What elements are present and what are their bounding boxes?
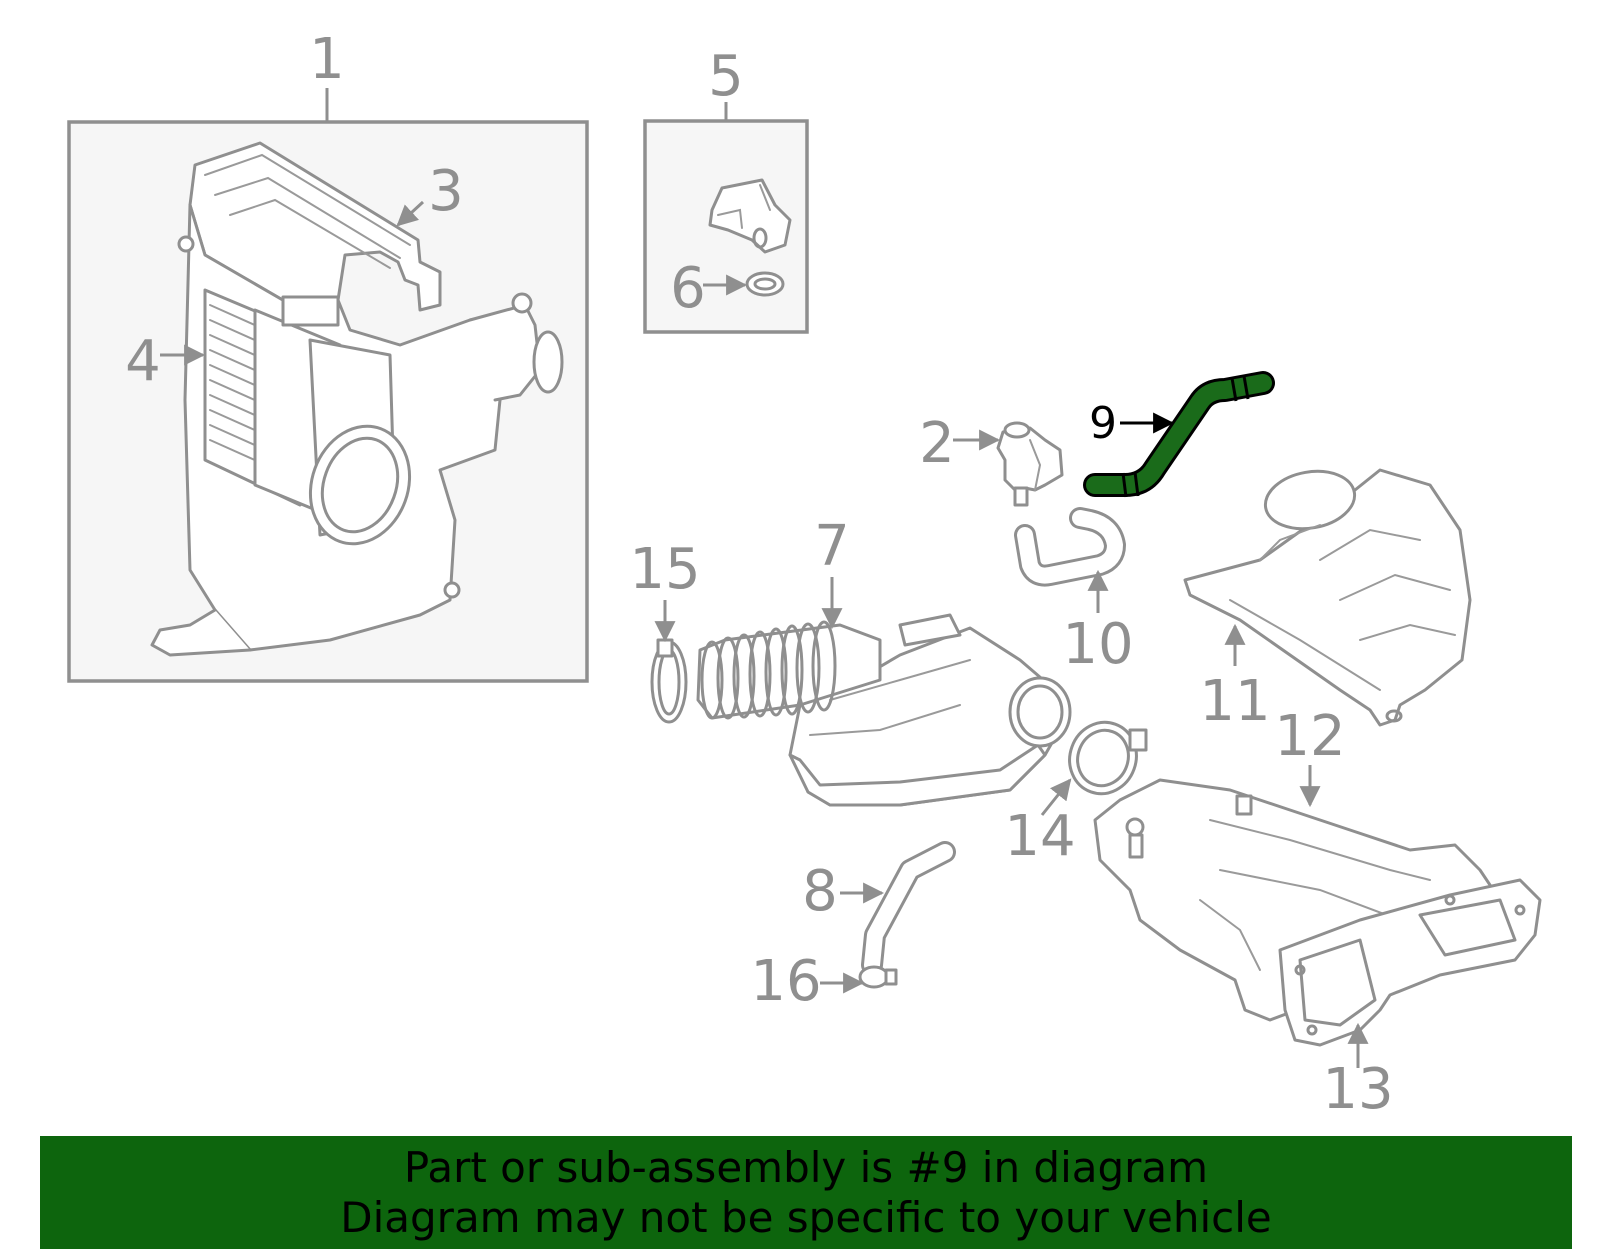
callout-10: 10 (1062, 612, 1133, 677)
hose-clamp-15[interactable] (650, 638, 688, 724)
breather-hose[interactable] (861, 841, 956, 976)
callout-5: 5 (708, 44, 744, 109)
hose-clamp-16[interactable] (858, 965, 898, 989)
sensor-gasket[interactable] (745, 271, 785, 297)
callout-12: 12 (1274, 704, 1345, 769)
callout-14: 14 (1004, 804, 1075, 869)
callout-6: 6 (670, 256, 706, 321)
callout-1: 1 (309, 27, 345, 92)
callout-11: 11 (1199, 669, 1270, 734)
callout-9: 9 (1089, 398, 1117, 449)
banner-line-part: Part or sub-assembly is #9 in diagram (403, 1142, 1209, 1192)
hose-clamp-14[interactable] (1060, 713, 1148, 803)
callout-13: 13 (1322, 1057, 1393, 1122)
intake-resonator[interactable] (696, 613, 1072, 807)
callout-4: 4 (125, 329, 161, 394)
vacuum-hose[interactable] (1014, 507, 1126, 587)
callout-16: 16 (750, 949, 821, 1014)
banner-line-disclaimer: Diagram may not be specific to your vehi… (340, 1192, 1272, 1242)
callout-3: 3 (428, 159, 464, 224)
vacuum-switching-valve[interactable] (996, 421, 1064, 507)
intake-gasket[interactable] (1278, 878, 1542, 1047)
intake-duct-funnel[interactable] (1183, 465, 1472, 727)
callout-15: 15 (629, 537, 700, 602)
mass-air-flow-sensor[interactable] (708, 178, 792, 254)
info-banner: Part or sub-assembly is #9 in diagram Di… (40, 1136, 1572, 1249)
callout-2: 2 (919, 411, 955, 476)
callout-7: 7 (814, 514, 850, 579)
callout-8: 8 (802, 859, 838, 924)
highlighted-hose-part-9[interactable] (1083, 371, 1275, 498)
air-cleaner-assembly[interactable] (150, 141, 564, 657)
